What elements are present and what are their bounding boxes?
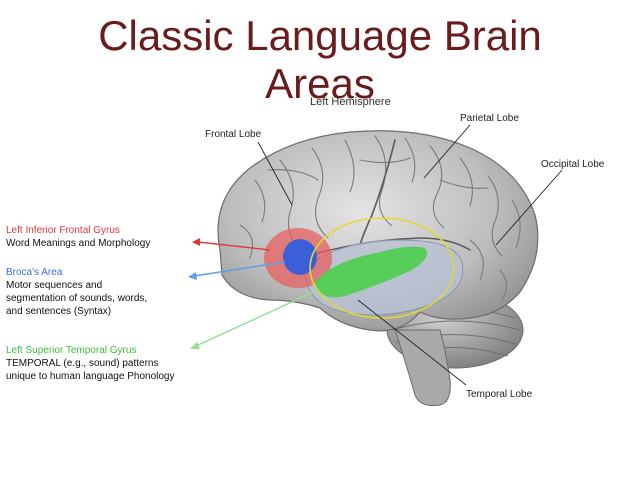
region-desc: TEMPORAL (e.g., sound) patterns unique t… xyxy=(6,358,175,382)
region-name: Left Inferior Frontal Gyrus xyxy=(6,225,120,236)
lobe-leaders xyxy=(257,124,563,386)
region-name: Broca's Area xyxy=(6,267,63,278)
region-label-brocas: Broca's Area Motor sequences and segment… xyxy=(6,266,147,318)
occipital-lobe-label: Occipital Lobe xyxy=(541,159,605,170)
region-name: Left Superior Temporal Gyrus xyxy=(6,345,137,356)
temporal-lobe-label: Temporal Lobe xyxy=(466,389,533,400)
page-title: Classic Language Brain Areas xyxy=(60,12,580,108)
title-line-1: Classic Language Brain xyxy=(98,12,542,59)
frontal-lobe-label: Frontal Lobe xyxy=(205,129,262,140)
brainstem xyxy=(394,329,451,406)
parietal-lobe-label: Parietal Lobe xyxy=(460,113,519,124)
language-area-outline xyxy=(309,217,455,319)
region-label-inferior-frontal: Left Inferior Frontal Gyrus Word Meaning… xyxy=(6,224,150,250)
title-line-2: Areas xyxy=(265,60,375,107)
region-pointers xyxy=(188,238,319,349)
region-desc: Word Meanings and Morphology xyxy=(6,238,151,249)
region-label-superior-temporal: Left Superior Temporal Gyrus TEMPORAL (e… xyxy=(6,344,174,383)
brocas-area xyxy=(283,239,317,275)
subtitle: Left Hemisphere xyxy=(310,96,391,108)
superior-temporal-gyrus-area xyxy=(315,246,427,298)
region-desc: Motor sequences and segmentation of soun… xyxy=(6,280,148,317)
